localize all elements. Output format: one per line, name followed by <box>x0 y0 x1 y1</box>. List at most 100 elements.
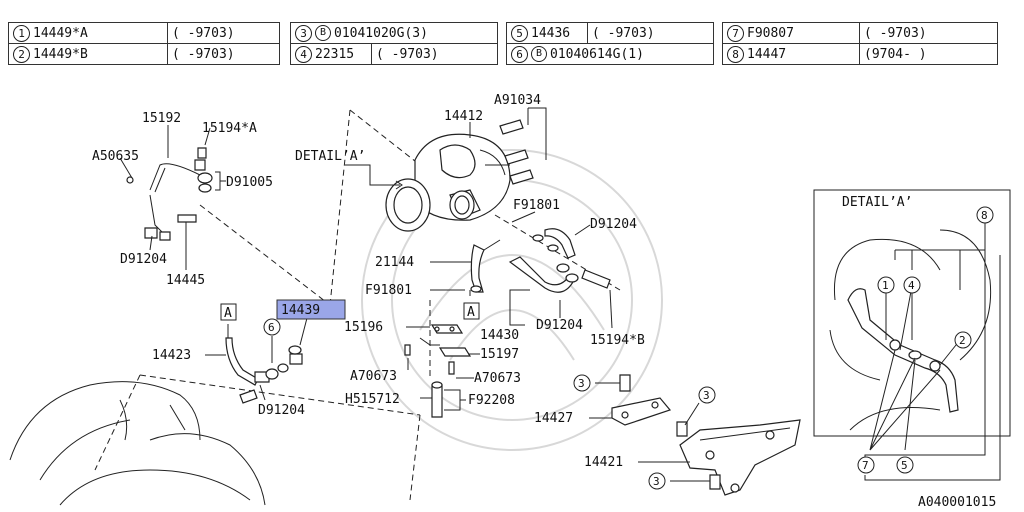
label-f91801-bot: F91801 <box>365 283 412 298</box>
label-box-a-mid: A <box>467 305 475 320</box>
highlight-14439 <box>276 299 346 320</box>
callout-3-icon: 3 <box>295 24 312 42</box>
callout-6-icon <box>263 318 281 336</box>
gasket-assembly <box>404 324 472 375</box>
detail-callout-7: 7 <box>862 459 869 472</box>
label-14421: 14421 <box>584 455 623 470</box>
callout-5-icon <box>896 456 914 474</box>
bolt-b-icon: B <box>315 25 331 41</box>
callout-2-icon <box>954 331 972 349</box>
legend-part: 22315 <box>315 46 355 62</box>
legend-range: (9704- ) <box>859 43 998 65</box>
legend-part: 14436 <box>531 25 571 41</box>
ref-box-a-mid <box>463 302 480 320</box>
detail-callout-8: 8 <box>981 209 988 222</box>
label-15192: 15192 <box>142 111 181 126</box>
callout-1-icon: 1 <box>13 24 30 42</box>
label-d91204-mid: D91204 <box>590 217 637 232</box>
oil-pipe-14430 <box>508 228 611 293</box>
legend-range: ( -9703) <box>167 22 280 44</box>
label-15194b: 15194*B <box>590 333 645 348</box>
bracket-14421 <box>679 419 801 496</box>
label-21144: 21144 <box>375 255 414 270</box>
callout-3-icon <box>573 374 591 392</box>
legend-range: ( -9703) <box>859 22 998 44</box>
detail-a-title: DETAIL’A’ <box>842 195 912 210</box>
label-callout-3a: 3 <box>578 377 585 390</box>
label-14427: 14427 <box>534 411 573 426</box>
detail-a-frame <box>813 189 1011 437</box>
label-15196: 15196 <box>344 320 383 335</box>
label-callout-3c: 3 <box>653 475 660 488</box>
detail-a-sketch <box>829 229 992 431</box>
legend-part: 01040614G(1) <box>550 46 644 62</box>
label-h515712: H515712 <box>345 392 400 407</box>
legend-part: 01041020G(3) <box>334 25 428 41</box>
label-callout-6: 6 <box>268 321 275 334</box>
callout-3-icon <box>698 386 716 404</box>
label-14430: 14430 <box>480 328 519 343</box>
legend-range: ( -9703) <box>167 43 280 65</box>
drain-tube <box>431 381 443 418</box>
callout-7-icon: 7 <box>727 24 744 42</box>
label-box-a-left: A <box>224 306 232 321</box>
detail-callout-5: 5 <box>901 459 908 472</box>
label-f91801-top: F91801 <box>513 198 560 213</box>
label-a50635: A50635 <box>92 149 139 164</box>
detail-callout-1: 1 <box>882 279 889 292</box>
label-14423: 14423 <box>152 348 191 363</box>
callout-2-icon: 2 <box>13 45 30 63</box>
label-15197: 15197 <box>480 347 519 362</box>
callout-8-icon <box>976 206 994 224</box>
legend-part: 14449*B <box>33 46 88 62</box>
label-d91204-right: D91204 <box>536 318 583 333</box>
figure-id: A040001015 <box>918 495 996 510</box>
oil-return-pipe <box>470 239 501 293</box>
turbocharger <box>385 133 511 232</box>
engine-outline <box>9 381 266 506</box>
callout-3-icon <box>648 472 666 490</box>
callout-7-icon <box>857 456 875 474</box>
label-d91204-low: D91204 <box>258 403 305 418</box>
callout-6-icon: 6 <box>511 45 528 63</box>
detail-callout-2: 2 <box>959 334 966 347</box>
label-a70673-right: A70673 <box>474 371 521 386</box>
label-f92208: F92208 <box>468 393 515 408</box>
label-detail-ref: DETAIL’A’ <box>295 149 365 164</box>
label-15194a: 15194*A <box>202 121 257 136</box>
label-a70673-left: A70673 <box>350 369 397 384</box>
callout-5-icon: 5 <box>511 24 528 42</box>
label-callout-3b: 3 <box>703 389 710 402</box>
callout-4-icon: 4 <box>295 45 312 63</box>
label-d91005: D91005 <box>226 175 273 190</box>
legend-part: 14449*A <box>33 25 88 41</box>
label-14445: 14445 <box>166 273 205 288</box>
oil-feed-pipe-group <box>126 147 213 241</box>
legend-part: F90807 <box>747 25 794 41</box>
detail-callout-4: 4 <box>908 279 915 292</box>
legend-part: 14447 <box>747 46 787 62</box>
label-d91204-left: D91204 <box>120 252 167 267</box>
label-14439: 14439 <box>281 303 320 318</box>
oil-pipe-14423 <box>225 337 303 404</box>
label-14412: 14412 <box>444 109 483 124</box>
legend-range: ( -9703) <box>371 43 498 65</box>
label-a91034: A91034 <box>494 93 541 108</box>
bolt-b-icon: B <box>531 46 547 62</box>
bracket-14427 <box>611 374 688 437</box>
callout-4-icon <box>903 276 921 294</box>
callout-8-icon: 8 <box>727 45 744 63</box>
callout-1-icon <box>877 276 895 294</box>
